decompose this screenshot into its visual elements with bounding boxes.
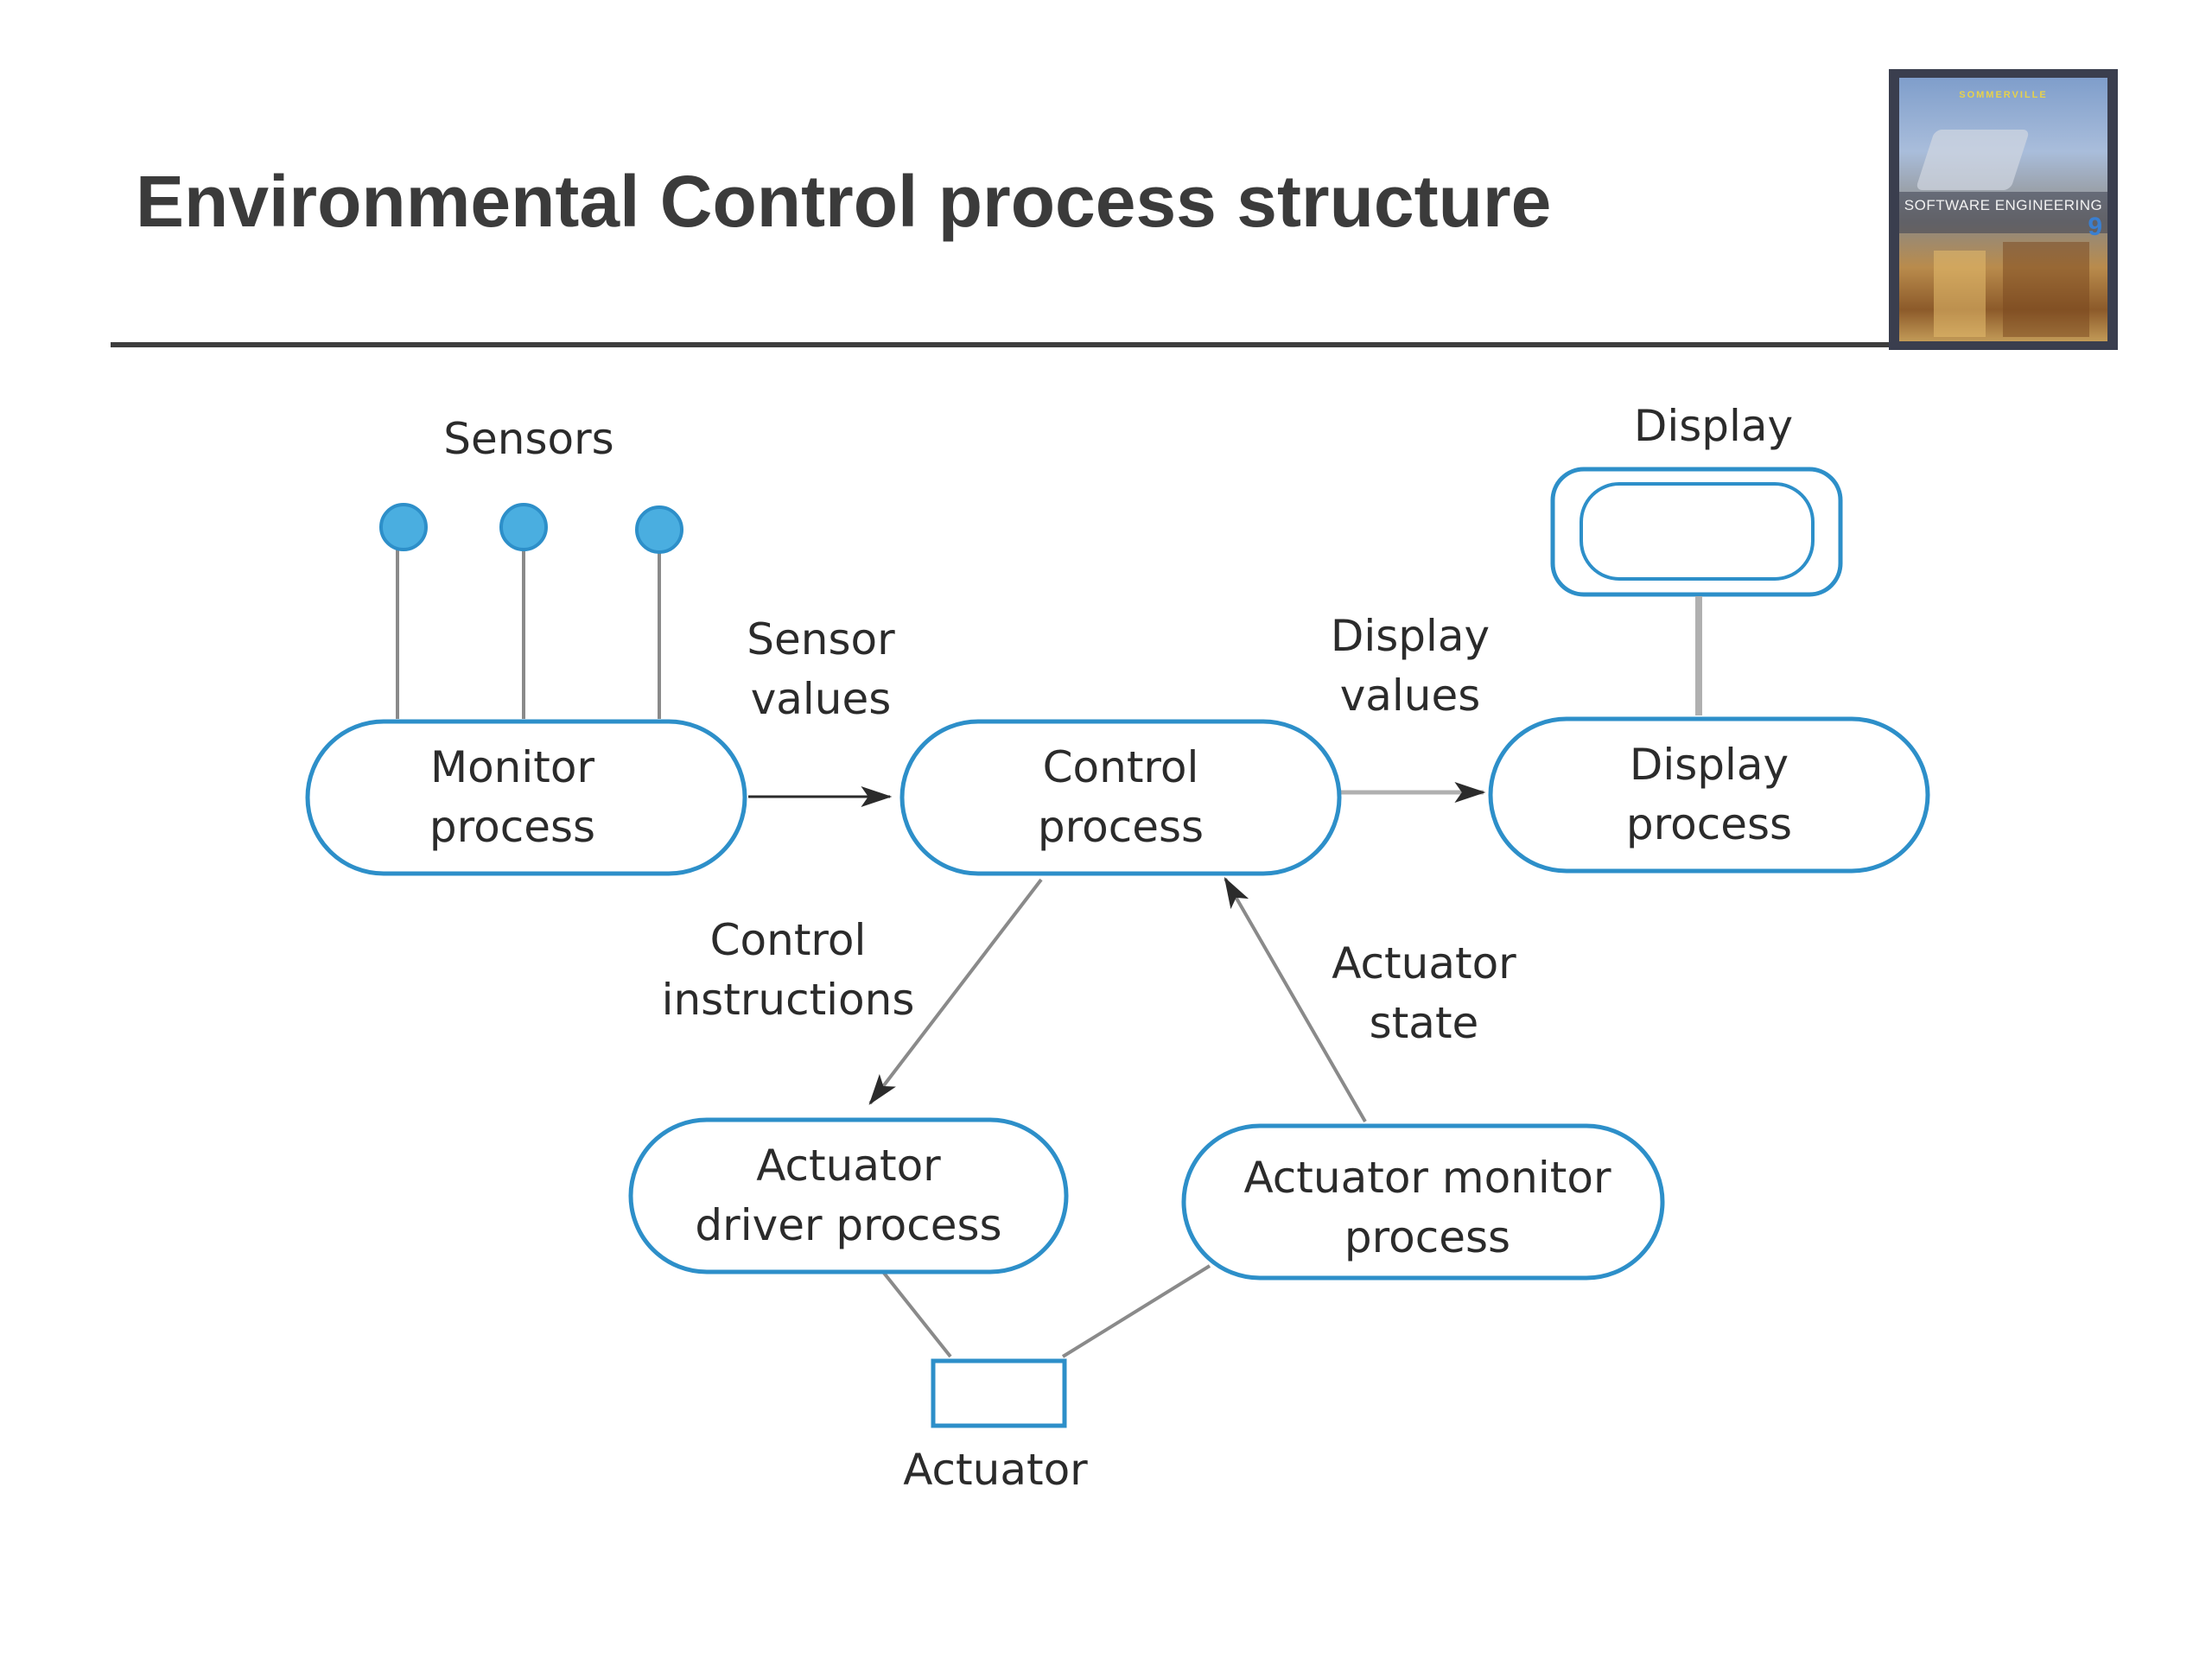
slide-title: Environmental Control process structure [136, 161, 1552, 242]
actuator-monitor-process-label-line2: process [1344, 1212, 1510, 1262]
sensor-circle [499, 503, 548, 551]
control-instructions-label-line2: instructions [662, 975, 915, 1025]
sensor-values-label-line1: Sensor [747, 614, 895, 664]
sensors-label: Sensors [443, 414, 613, 464]
book-building-shape [2003, 242, 2089, 337]
actuator-label: Actuator [903, 1445, 1088, 1495]
display-values-label-line1: Display [1331, 611, 1490, 661]
control-process-node: Control process [899, 719, 1342, 876]
actuator-driver-process-label-line2: driver process [695, 1200, 1001, 1250]
sensor-circle [635, 505, 683, 554]
driver-to-actuator-line [881, 1270, 952, 1358]
book-building-shape [1934, 251, 1986, 337]
book-cover-art: SOMMERVILLE SOFTWARE ENGINEERING 9 [1899, 78, 2107, 341]
actuator-driver-process-shape [628, 1117, 1069, 1274]
actuator-driver-process-node: Actuator driver process [628, 1117, 1069, 1274]
book-title: SOFTWARE ENGINEERING [1904, 197, 2103, 213]
display-device-screen [1580, 482, 1815, 581]
actuator-driver-process-label-line1: Actuator [756, 1141, 941, 1191]
display-process-label-line1: Display [1630, 740, 1789, 790]
control-instructions-arrow [868, 878, 1043, 1105]
monitor-process-node: Monitor process [305, 719, 747, 876]
monitor-process-label-line2: process [429, 802, 595, 852]
control-process-label-line2: process [1038, 802, 1204, 852]
display-process-label-line2: process [1626, 799, 1792, 849]
display-label: Display [1634, 401, 1793, 451]
actuator-state-label-line1: Actuator [1332, 938, 1516, 988]
actuator-to-monitor-line [1061, 1264, 1211, 1358]
book-cover-image: SOMMERVILLE SOFTWARE ENGINEERING 9 [1889, 69, 2118, 350]
display-process-node: Display process [1488, 716, 1930, 874]
actuator-state-arrow [1224, 876, 1367, 1122]
control-process-label-line1: Control [1043, 742, 1199, 792]
sensor-values-label-line2: values [751, 674, 892, 724]
display-process-shape [1488, 716, 1930, 874]
sensor-group [379, 503, 683, 719]
sensor-circle [379, 503, 428, 551]
actuator-device [931, 1358, 1067, 1428]
monitor-process-label-line1: Monitor [430, 742, 595, 792]
book-edition: 9 [2088, 213, 2102, 241]
actuator-monitor-process-shape [1181, 1123, 1665, 1281]
display-values-label-line2: values [1340, 671, 1481, 721]
actuator-monitor-process-node: Actuator monitor process [1181, 1123, 1665, 1281]
actuator-state-label-line2: state [1370, 998, 1479, 1048]
book-author: SOMMERVILLE [1959, 90, 2048, 100]
actuator-monitor-process-label-line1: Actuator monitor [1243, 1153, 1611, 1203]
control-instructions-label-line1: Control [710, 915, 867, 965]
monitor-process-shape [305, 719, 747, 876]
book-title-band [1899, 192, 2107, 233]
title-divider [111, 342, 1891, 347]
control-process-shape [899, 719, 1342, 876]
